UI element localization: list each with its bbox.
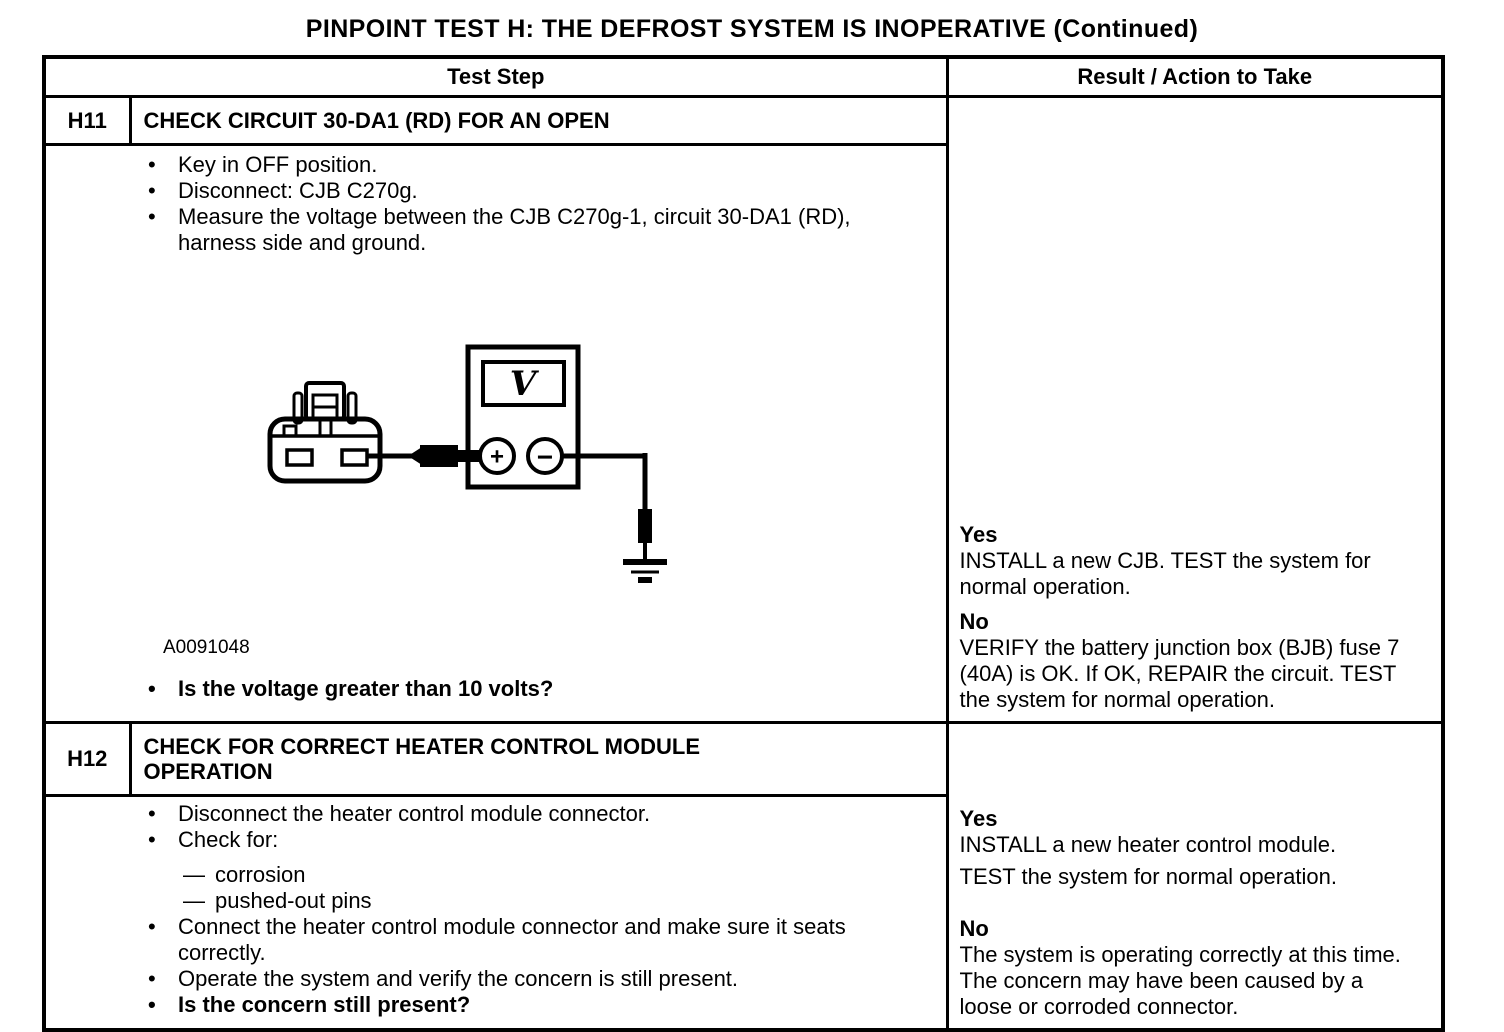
h11-step-title-text: CHECK CIRCUIT 30-DA1 (RD) FOR AN OPEN <box>143 108 610 133</box>
question-text: Is the voltage greater than 10 volts? <box>178 676 554 701</box>
h12-step-id: H12 <box>42 721 132 797</box>
pinpoint-test-table: Test Step Result / Action to Take H11 CH… <box>42 55 1446 1032</box>
bullet-glyph: • <box>148 914 156 939</box>
step-text: Check for: <box>178 827 279 852</box>
h12-yes-heading: Yes <box>959 806 998 831</box>
h12-question: • Is the concern still present? <box>46 992 946 1018</box>
dash-glyph: — <box>183 888 205 913</box>
header-result-action: Result / Action to Take <box>945 55 1445 98</box>
list-item: • Disconnect the heater control module c… <box>46 801 946 827</box>
connector-graphic <box>267 381 383 484</box>
list-item: • Connect the heater control module conn… <box>46 914 946 966</box>
h11-result-cell: Yes INSTALL a new CJB. TEST the system f… <box>945 95 1445 724</box>
list-item: • Check for: <box>46 827 946 853</box>
bullet-glyph: • <box>148 204 156 229</box>
step-text: Measure the voltage between the CJB C270… <box>178 204 851 255</box>
subitem-text: corrosion <box>215 862 306 887</box>
sublist-item: — corrosion <box>46 862 946 888</box>
bullet-glyph: • <box>148 676 156 701</box>
sublist-item: — pushed-out pins <box>46 888 946 914</box>
step-text: Connect the heater control module connec… <box>178 914 846 965</box>
h12-step-title-text: CHECK FOR CORRECT HEATER CONTROL MODULE … <box>143 734 701 784</box>
header-test-step: Test Step <box>42 55 949 98</box>
h12-yes-text-1: INSTALL a new heater control module. <box>959 832 1337 857</box>
bullet-glyph: • <box>148 801 156 826</box>
h11-step-title: CHECK CIRCUIT 30-DA1 (RD) FOR AN OPEN <box>128 95 949 146</box>
step-text: Key in OFF position. <box>178 152 378 177</box>
h12-result-cell: Yes INSTALL a new heater control module.… <box>945 721 1445 1032</box>
h11-no-heading: No <box>959 609 989 634</box>
terminal-slot <box>285 448 314 467</box>
bullet-glyph: • <box>148 178 156 203</box>
h11-question: • Is the voltage greater than 10 volts? <box>46 676 946 702</box>
h11-title-row: H11 CHECK CIRCUIT 30-DA1 (RD) FOR AN OPE… <box>42 95 1445 724</box>
ground-lead-graphic <box>562 453 652 560</box>
h11-step-id: H11 <box>42 95 132 146</box>
plus-terminal-icon: + <box>490 444 504 471</box>
h12-title-row: H12 CHECK FOR CORRECT HEATER CONTROL MOD… <box>42 721 1445 1032</box>
minus-terminal-icon: − <box>537 442 553 473</box>
h11-content-cell: • Key in OFF position. • Disconnect: CJB… <box>42 143 949 724</box>
voltmeter-test-diagram: V + − <box>267 344 667 583</box>
bullet-glyph: • <box>148 992 156 1017</box>
page-title: PINPOINT TEST H: THE DEFROST SYSTEM IS I… <box>305 15 1199 43</box>
step-text: Operate the system and verify the concer… <box>178 966 739 991</box>
figure-label: A0091048 <box>163 637 250 658</box>
h11-yes-text: INSTALL a new CJB. TEST the system for n… <box>959 548 1371 599</box>
h12-no-text: The system is operating correctly at thi… <box>959 942 1401 1019</box>
bullet-glyph: • <box>148 152 156 177</box>
terminal-slot <box>340 448 369 467</box>
check-for-sublist: — corrosion — pushed-out pins <box>46 862 946 914</box>
question-text: Is the concern still present? <box>178 992 471 1017</box>
list-item: • Measure the voltage between the CJB C2… <box>46 204 946 256</box>
list-item: • Disconnect: CJB C270g. <box>46 178 946 204</box>
h12-step-title: CHECK FOR CORRECT HEATER CONTROL MODULE … <box>128 721 949 797</box>
list-item: • Key in OFF position. <box>46 152 946 178</box>
h11-yes-heading: Yes <box>959 522 998 547</box>
h12-no-heading: No <box>959 916 989 941</box>
bullet-glyph: • <box>148 966 156 991</box>
bullet-glyph: • <box>148 827 156 852</box>
h11-no-text: VERIFY the battery junction box (BJB) fu… <box>959 635 1400 712</box>
h12-content-cell: • Disconnect the heater control module c… <box>42 794 949 1032</box>
step-text: Disconnect the heater control module con… <box>178 801 651 826</box>
h11-content-row: • Key in OFF position. • Disconnect: CJB… <box>42 143 1443 724</box>
step-text: Disconnect: CJB C270g. <box>178 178 418 203</box>
dash-glyph: — <box>183 862 205 887</box>
subitem-text: pushed-out pins <box>215 888 372 913</box>
h12-yes-text-2: TEST the system for normal operation. <box>959 864 1337 889</box>
list-item: • Operate the system and verify the conc… <box>46 966 946 992</box>
ground-symbol-icon <box>623 559 667 583</box>
positive-probe-graphic <box>367 445 482 467</box>
table-header-row: Test Step Result / Action to Take <box>42 55 1445 98</box>
voltmeter-graphic: V + − <box>465 344 581 490</box>
voltmeter-display-label: V <box>510 364 540 404</box>
